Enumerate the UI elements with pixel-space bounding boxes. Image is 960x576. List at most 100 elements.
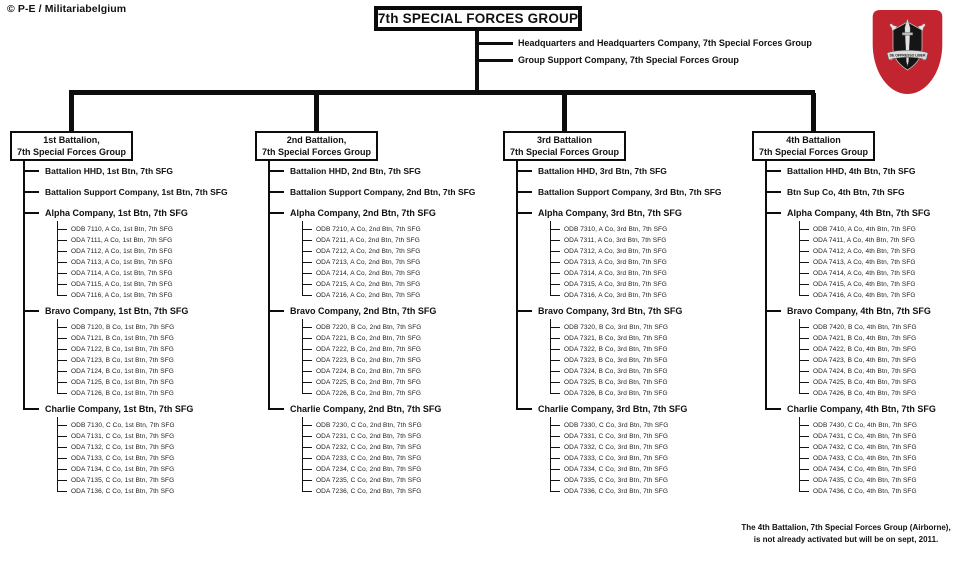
- team-item: ODA 7423, B Co, 4th Btn, 7th SFG: [799, 355, 960, 366]
- connector-drop: [69, 93, 74, 131]
- team-item: ODA 7225, B Co, 2nd Btn, 7th SFG: [302, 377, 500, 388]
- team-item: ODB 7410, A Co, 4th Btn, 7th SFG: [799, 221, 960, 235]
- team-item: ODB 7120, B Co, 1st Btn, 7th SFG: [57, 319, 255, 333]
- team-item: ODA 7136, C Co, 1st Btn, 7th SFG: [57, 486, 255, 497]
- company-label: Bravo Company, 1st Btn, 7th SFG: [23, 301, 255, 322]
- team-item: ODA 7215, A Co, 2nd Btn, 7th SFG: [302, 279, 500, 290]
- team-item: ODA 7115, A Co, 1st Btn, 7th SFG: [57, 279, 255, 290]
- team-item: ODA 7335, C Co, 3rd Btn, 7th SFG: [550, 475, 748, 486]
- footnote-line-1: The 4th Battalion, 7th Special Forces Gr…: [741, 523, 951, 532]
- company-label: Alpha Company, 2nd Btn, 7th SFG: [268, 203, 500, 224]
- team-item: ODA 7212, A Co, 2nd Btn, 7th SFG: [302, 246, 500, 257]
- battalion-tree: Battalion HHD, 1st Btn, 7th SFG Battalio…: [23, 161, 255, 497]
- support-company-label: Battalion Support Company, 3rd Btn, 7th …: [516, 182, 748, 203]
- team-item: ODA 7221, B Co, 2nd Btn, 7th SFG: [302, 333, 500, 344]
- team-item: ODA 7135, C Co, 1st Btn, 7th SFG: [57, 475, 255, 486]
- team-item: ODA 7213, A Co, 2nd Btn, 7th SFG: [302, 257, 500, 268]
- company-block-bravo: Bravo Company, 4th Btn, 7th SFG ODB 7420…: [765, 301, 960, 399]
- group-title-box: 7th SPECIAL FORCES GROUP: [374, 6, 582, 31]
- team-item: ODB 7420, B Co, 4th Btn, 7th SFG: [799, 319, 960, 333]
- battalion-name: 3rd Battalion: [536, 135, 592, 145]
- team-item: ODB 7210, A Co, 2nd Btn, 7th SFG: [302, 221, 500, 235]
- battalion-box: 2nd Battalion, 7th Special Forces Group: [255, 131, 378, 161]
- team-item: ODA 7312, A Co, 3rd Btn, 7th SFG: [550, 246, 748, 257]
- team-item: ODB 7430, C Co, 4th Btn, 7th SFG: [799, 417, 960, 431]
- team-item: ODA 7235, C Co, 2nd Btn, 7th SFG: [302, 475, 500, 486]
- sf-crest: DE OPPRESSO LIBER: [886, 17, 929, 71]
- team-item: ODB 7220, B Co, 2nd Btn, 7th SFG: [302, 319, 500, 333]
- battalion-subname: 7th Special Forces Group: [261, 147, 372, 157]
- company-block-alpha: Alpha Company, 3rd Btn, 7th SFG ODB 7310…: [516, 203, 748, 301]
- activation-footnote: The 4th Battalion, 7th Special Forces Gr…: [736, 522, 956, 546]
- company-block-alpha: Alpha Company, 1st Btn, 7th SFG ODB 7110…: [23, 203, 255, 301]
- team-item: ODA 7211, A Co, 2nd Btn, 7th SFG: [302, 235, 500, 246]
- team-item: ODA 7415, A Co, 4th Btn, 7th SFG: [799, 279, 960, 290]
- battalion-section-3: 3rd Battalion 7th Special Forces Group B…: [503, 93, 748, 497]
- team-item: ODA 7133, C Co, 1st Btn, 7th SFG: [57, 453, 255, 464]
- team-item: ODA 7334, C Co, 3rd Btn, 7th SFG: [550, 464, 748, 475]
- team-item: ODA 7322, B Co, 3rd Btn, 7th SFG: [550, 344, 748, 355]
- connector-stub-gsc: [478, 59, 513, 62]
- team-item: ODA 7414, A Co, 4th Btn, 7th SFG: [799, 268, 960, 279]
- company-block-bravo: Bravo Company, 2nd Btn, 7th SFG ODB 7220…: [268, 301, 500, 399]
- company-label: Alpha Company, 3rd Btn, 7th SFG: [516, 203, 748, 224]
- team-item: ODA 7132, C Co, 1st Btn, 7th SFG: [57, 442, 255, 453]
- battalion-box: 3rd Battalion 7th Special Forces Group: [503, 131, 626, 161]
- team-item: ODA 7413, A Co, 4th Btn, 7th SFG: [799, 257, 960, 268]
- team-item: ODA 7316, A Co, 3rd Btn, 7th SFG: [550, 290, 748, 301]
- team-item: ODA 7332, C Co, 3rd Btn, 7th SFG: [550, 442, 748, 453]
- copyright-text: © P-E / Militariabelgium: [7, 3, 127, 15]
- company-label: Charlie Company, 4th Btn, 7th SFG: [765, 399, 960, 420]
- support-company-label: Battalion Support Company, 2nd Btn, 7th …: [268, 182, 500, 203]
- team-item: ODB 7110, A Co, 1st Btn, 7th SFG: [57, 221, 255, 235]
- hhc-label: Headquarters and Headquarters Company, 7…: [518, 38, 812, 48]
- team-item: ODA 7425, B Co, 4th Btn, 7th SFG: [799, 377, 960, 388]
- team-item: ODA 7315, A Co, 3rd Btn, 7th SFG: [550, 279, 748, 290]
- team-item: ODA 7216, A Co, 2nd Btn, 7th SFG: [302, 290, 500, 301]
- team-item: ODB 7310, A Co, 3rd Btn, 7th SFG: [550, 221, 748, 235]
- team-item: ODA 7412, A Co, 4th Btn, 7th SFG: [799, 246, 960, 257]
- company-block-charlie: Charlie Company, 4th Btn, 7th SFG ODB 74…: [765, 399, 960, 497]
- team-item: ODA 7112, A Co, 1st Btn, 7th SFG: [57, 246, 255, 257]
- team-item: ODA 7436, C Co, 4th Btn, 7th SFG: [799, 486, 960, 497]
- team-item: ODA 7134, C Co, 1st Btn, 7th SFG: [57, 464, 255, 475]
- battalion-section-1: 1st Battalion, 7th Special Forces Group …: [10, 93, 255, 497]
- team-item: ODA 7313, A Co, 3rd Btn, 7th SFG: [550, 257, 748, 268]
- team-item: ODA 7416, A Co, 4th Btn, 7th SFG: [799, 290, 960, 301]
- company-label: Bravo Company, 4th Btn, 7th SFG: [765, 301, 960, 322]
- team-item: ODB 7130, C Co, 1st Btn, 7th SFG: [57, 417, 255, 431]
- battalion-subname: 7th Special Forces Group: [758, 147, 869, 157]
- team-item: ODA 7123, B Co, 1st Btn, 7th SFG: [57, 355, 255, 366]
- team-item: ODA 7224, B Co, 2nd Btn, 7th SFG: [302, 366, 500, 377]
- company-block-bravo: Bravo Company, 3rd Btn, 7th SFG ODB 7320…: [516, 301, 748, 399]
- company-label: Bravo Company, 3rd Btn, 7th SFG: [516, 301, 748, 322]
- support-company-label: Btn Sup Co, 4th Btn, 7th SFG: [765, 182, 960, 203]
- team-item: ODA 7236, C Co, 2nd Btn, 7th SFG: [302, 486, 500, 497]
- team-item: ODA 7434, C Co, 4th Btn, 7th SFG: [799, 464, 960, 475]
- battalion-tree: Battalion HHD, 2nd Btn, 7th SFG Battalio…: [268, 161, 500, 497]
- connector-center-trunk: [475, 30, 479, 94]
- team-item: ODA 7222, B Co, 2nd Btn, 7th SFG: [302, 344, 500, 355]
- team-item: ODA 7232, C Co, 2nd Btn, 7th SFG: [302, 442, 500, 453]
- team-item: ODA 7124, B Co, 1st Btn, 7th SFG: [57, 366, 255, 377]
- company-block-alpha: Alpha Company, 4th Btn, 7th SFG ODB 7410…: [765, 203, 960, 301]
- battalion-section-2: 2nd Battalion, 7th Special Forces Group …: [255, 93, 500, 497]
- support-company-label: Battalion Support Company, 1st Btn, 7th …: [23, 182, 255, 203]
- battalion-name: 2nd Battalion,: [286, 135, 347, 145]
- team-item: ODA 7421, B Co, 4th Btn, 7th SFG: [799, 333, 960, 344]
- team-item: ODA 7233, C Co, 2nd Btn, 7th SFG: [302, 453, 500, 464]
- battalion-tree: Battalion HHD, 4th Btn, 7th SFG Btn Sup …: [765, 161, 960, 497]
- company-label: Charlie Company, 3rd Btn, 7th SFG: [516, 399, 748, 420]
- team-item: ODA 7336, C Co, 3rd Btn, 7th SFG: [550, 486, 748, 497]
- hhd-label: Battalion HHD, 3rd Btn, 7th SFG: [516, 161, 748, 182]
- team-item: ODA 7331, C Co, 3rd Btn, 7th SFG: [550, 431, 748, 442]
- battalion-subname: 7th Special Forces Group: [16, 147, 127, 157]
- team-item: ODA 7411, A Co, 4th Btn, 7th SFG: [799, 235, 960, 246]
- team-item: ODA 7113, A Co, 1st Btn, 7th SFG: [57, 257, 255, 268]
